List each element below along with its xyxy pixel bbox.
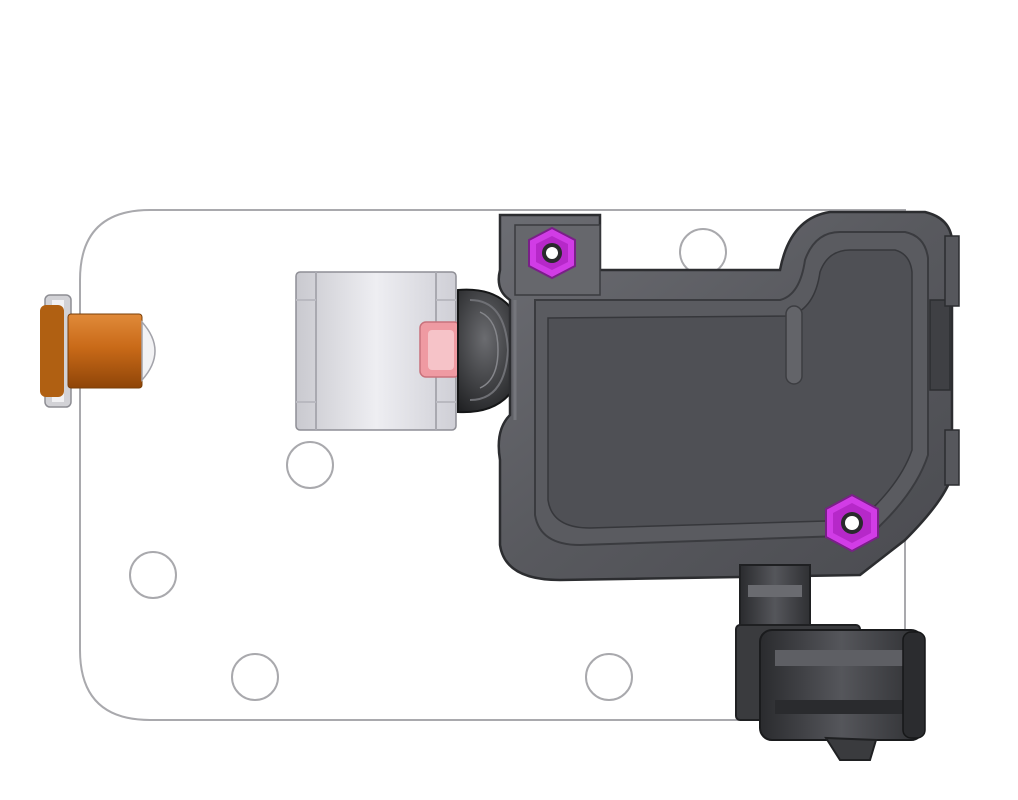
- hole-bottom-left: [231, 653, 279, 701]
- hole-left-middle: [129, 551, 177, 599]
- seal-boot: [457, 288, 527, 414]
- hole-left-upper: [286, 441, 334, 489]
- hole-top: [679, 228, 727, 276]
- hole-bottom-center: [585, 653, 633, 701]
- hex-nut-bottom: [825, 493, 879, 553]
- plate-holes: [129, 228, 727, 701]
- connector: [735, 564, 926, 761]
- bolt: [40, 294, 156, 408]
- motor-housing: [497, 210, 960, 582]
- bearing-block: [295, 271, 461, 431]
- hex-nut-top: [528, 226, 576, 280]
